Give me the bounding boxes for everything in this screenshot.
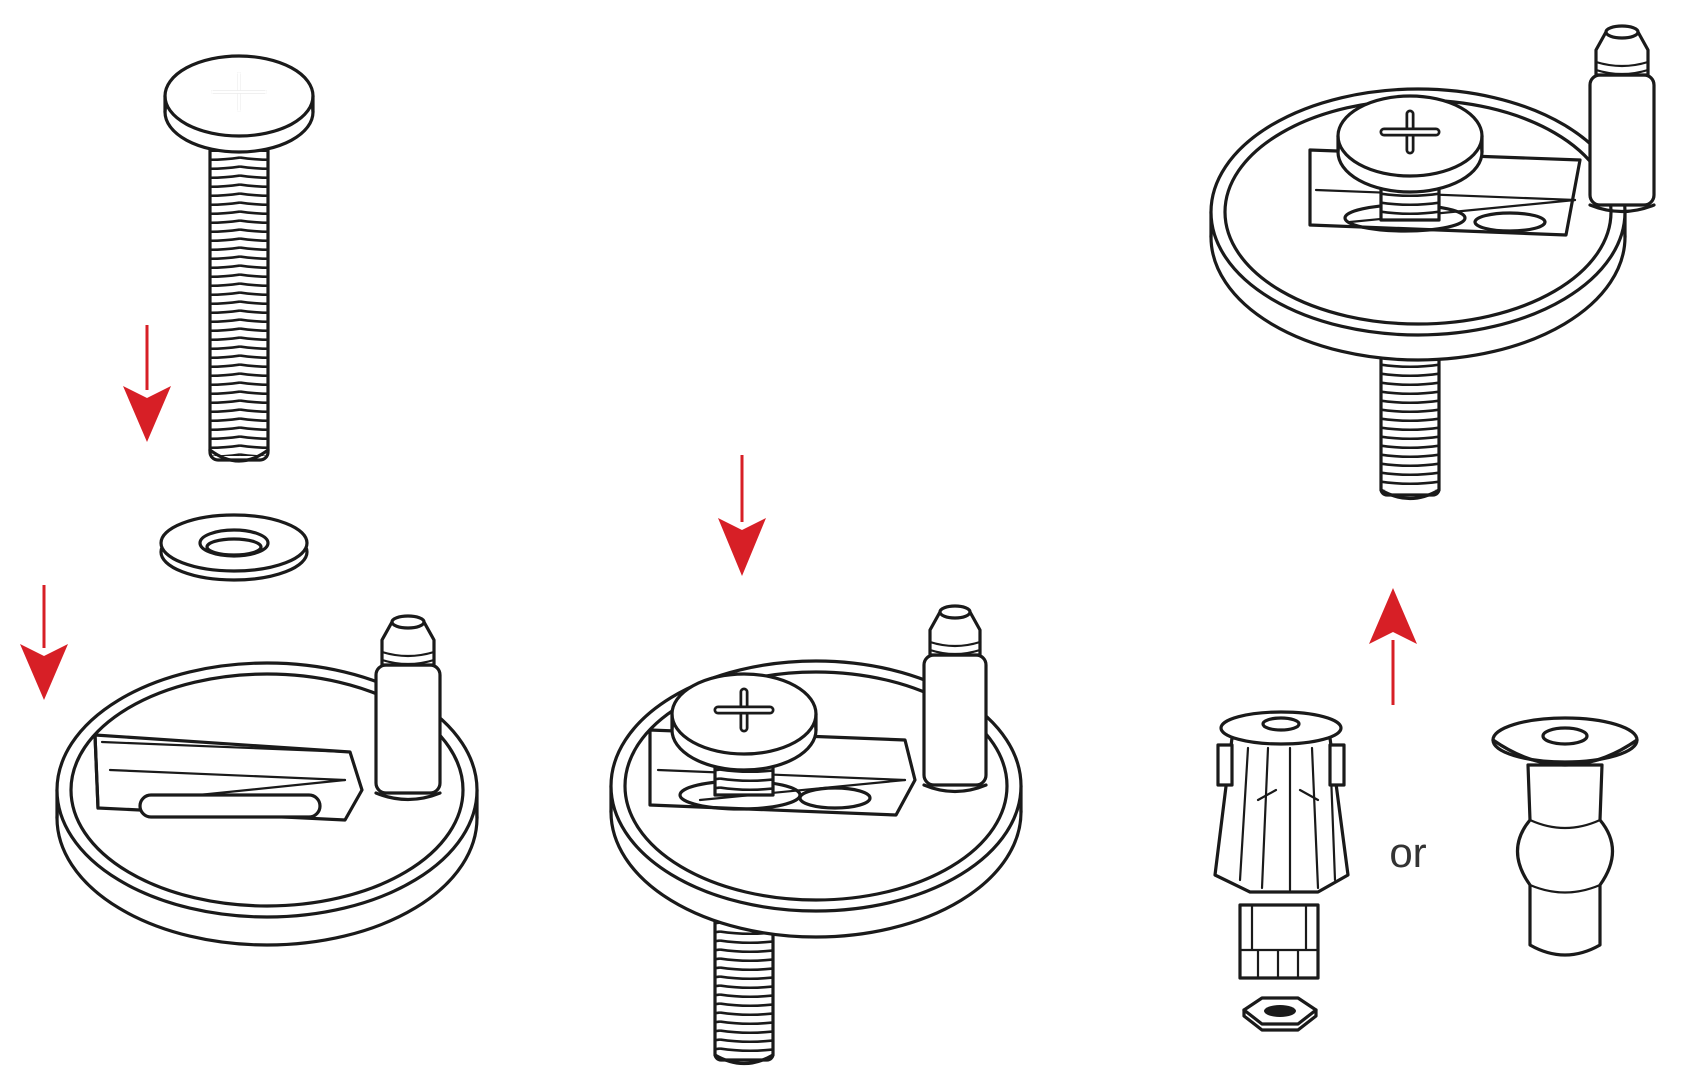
bolt-shank-icon (1379, 338, 1441, 500)
arrow-down-icon (123, 325, 171, 442)
bolt-icon (1336, 94, 1484, 222)
alignment-pin-icon (922, 604, 988, 794)
hinge-base-icon (55, 614, 479, 947)
phillips-cross-icon (1379, 109, 1441, 155)
rubber-well-nut-icon (1491, 716, 1639, 957)
phillips-cross-icon (211, 72, 267, 112)
expansion-anchor-icon (1213, 710, 1350, 894)
hex-nut-icon (1242, 996, 1318, 1032)
arrow-down-icon (20, 585, 68, 700)
washer-icon (159, 513, 309, 582)
step-2-group (609, 455, 1023, 1065)
anchor-insert-icon (1238, 903, 1320, 980)
step-1-group (20, 54, 479, 947)
step-3-group: or (1209, 24, 1656, 1032)
arrow-down-icon (718, 455, 766, 576)
arrow-up-icon (1369, 588, 1417, 705)
alternative-label: or (1389, 829, 1426, 876)
phillips-cross-icon (713, 687, 775, 733)
bolt-icon (670, 672, 818, 797)
alignment-pin-icon (374, 614, 442, 802)
bolt-icon (163, 54, 315, 463)
alignment-pin-icon (1588, 24, 1656, 214)
